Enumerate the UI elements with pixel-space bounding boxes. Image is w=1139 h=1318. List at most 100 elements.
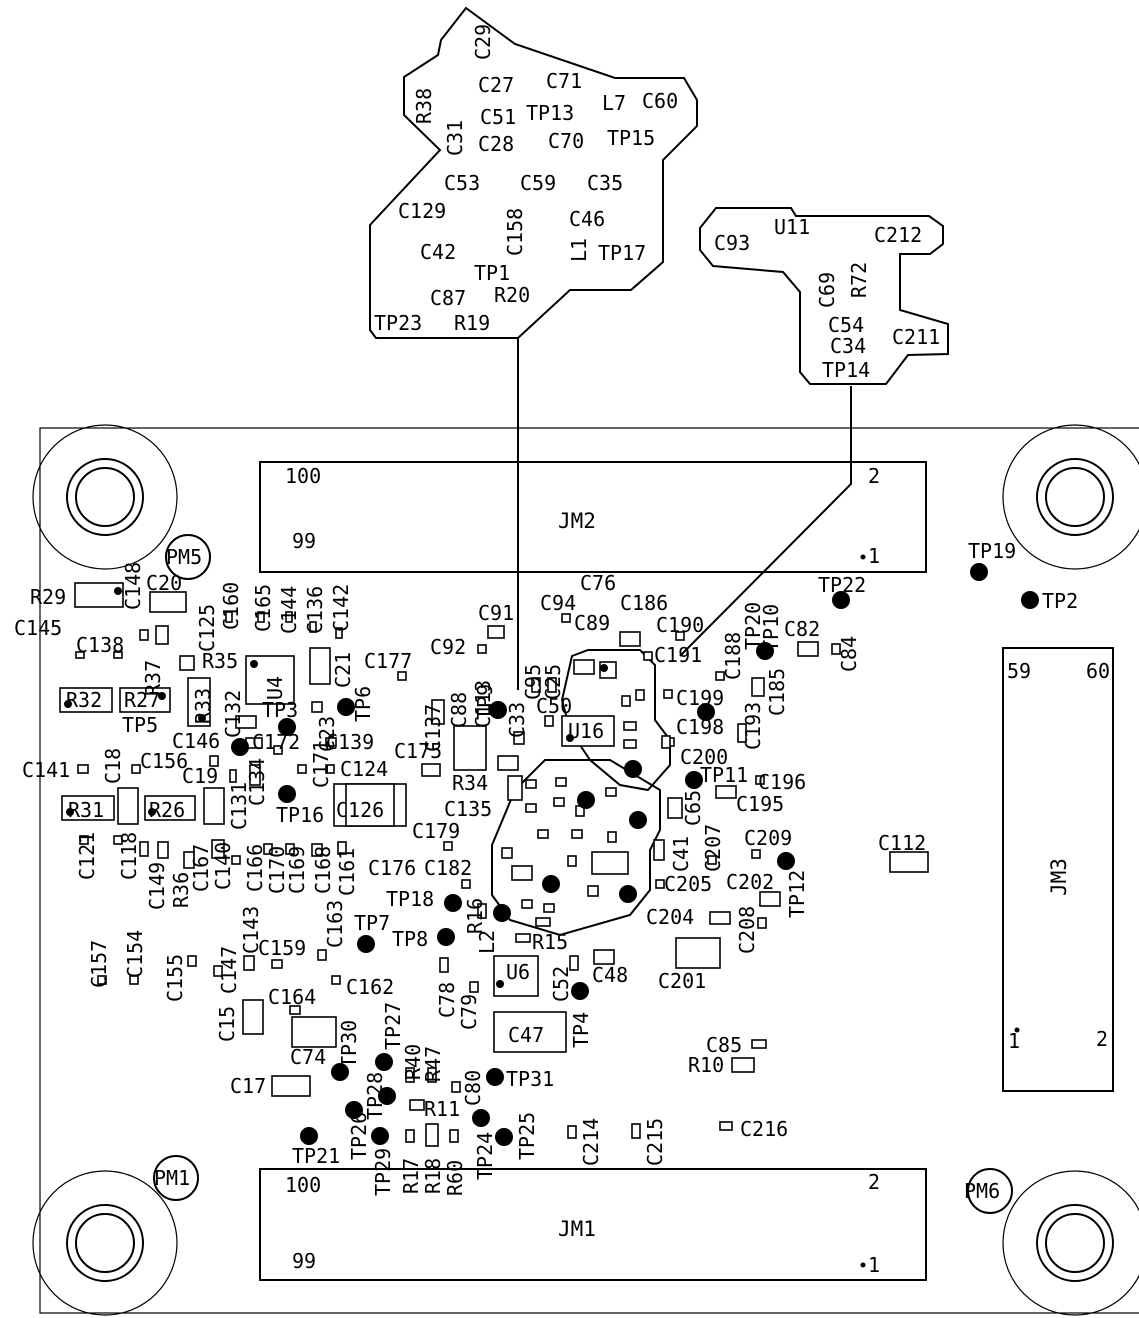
component-label: C87	[430, 286, 466, 310]
package-r32	[59, 687, 113, 713]
component-label: C142	[329, 584, 353, 632]
connector-jm2	[259, 461, 927, 573]
component-label: C147	[217, 946, 241, 994]
component-label: R47	[421, 1046, 445, 1082]
component-label: TP28	[363, 1072, 387, 1120]
pin1-dot	[860, 554, 866, 560]
component-label: C175	[394, 739, 442, 763]
component-label: C134	[245, 758, 269, 806]
component-label: C124	[340, 757, 388, 781]
component-label: C27	[478, 73, 514, 97]
component-label: C157	[87, 940, 111, 988]
component-label: C113	[471, 680, 495, 728]
component-label: C138	[76, 633, 124, 657]
component-label: C209	[744, 826, 792, 850]
component-label: L1	[567, 238, 591, 262]
component-label: C143	[239, 906, 263, 954]
marker-label: PM1	[154, 1166, 190, 1190]
component-label: TP31	[506, 1067, 554, 1091]
component-label: R16	[463, 898, 487, 934]
pin-number: 2	[868, 1170, 880, 1194]
component-label: TP25	[515, 1112, 539, 1160]
component-label: R15	[532, 930, 568, 954]
component-label: C51	[480, 105, 516, 129]
component-label: R38	[412, 88, 436, 124]
component-label: TP4	[569, 1012, 593, 1048]
component-label: TP30	[337, 1020, 361, 1068]
component-label: C169	[285, 846, 309, 894]
component-label: R33	[191, 688, 215, 724]
component-label: L7	[602, 91, 626, 115]
package-c126-alt	[591, 851, 629, 875]
component-label: C139	[326, 730, 374, 754]
component-label: C136	[303, 586, 327, 634]
connector-label: JM2	[558, 509, 596, 533]
component-label: C186	[620, 591, 668, 615]
mounting-hole	[32, 1170, 178, 1316]
component-label: R34	[452, 771, 488, 795]
component-label: R60	[443, 1160, 467, 1196]
package-r26	[144, 795, 196, 821]
package-u6	[493, 955, 539, 997]
marker-pm6	[967, 1168, 1013, 1214]
component-label: C208	[735, 906, 759, 954]
passive-pads	[75, 611, 841, 1147]
component-label: C50	[536, 694, 572, 718]
component-label: TP3	[262, 698, 298, 722]
connector-jm3	[1002, 647, 1114, 1092]
component-label: C141	[22, 758, 70, 782]
component-label: C29	[471, 24, 495, 60]
component-label: C80	[461, 1070, 485, 1106]
component-label: C23	[315, 716, 339, 752]
component-label: C84	[837, 636, 861, 672]
component-label: C166	[243, 844, 267, 892]
component-label: C200	[680, 745, 728, 769]
component-label: C79	[457, 994, 481, 1030]
component-label: C69	[815, 272, 839, 308]
component-label: R27	[124, 688, 160, 712]
callout-outline-right	[699, 207, 949, 385]
component-label: C74	[290, 1045, 326, 1069]
component-label: C41	[669, 836, 693, 872]
component-label: TP14	[822, 358, 870, 382]
component-label: C144	[277, 586, 301, 634]
component-label: TP26	[347, 1112, 371, 1160]
component-label: C91	[478, 601, 514, 625]
component-label: C53	[444, 171, 480, 195]
package-r31	[61, 795, 115, 821]
mounting-hole	[1002, 424, 1139, 570]
component-label: C148	[121, 562, 145, 610]
component-label: R17	[399, 1158, 423, 1194]
component-label: R35	[202, 649, 238, 673]
component-label: TP29	[371, 1148, 395, 1196]
pin-number: 2	[1096, 1027, 1108, 1051]
component-label: R20	[494, 283, 530, 307]
package-c112	[889, 851, 929, 873]
package-c17	[271, 1075, 311, 1097]
component-label: C177	[364, 649, 412, 673]
component-label: C25	[541, 664, 565, 700]
component-label: R40	[401, 1044, 425, 1080]
component-label: C160	[219, 582, 243, 630]
component-label: C52	[549, 966, 573, 1002]
component-label: C201	[658, 969, 706, 993]
component-label: C48	[592, 963, 628, 987]
component-label: C47	[508, 1023, 544, 1047]
component-label: TP16	[276, 803, 324, 827]
component-label: C92	[430, 635, 466, 659]
component-label: R36	[169, 872, 193, 908]
package-c20	[149, 591, 187, 613]
component-label: TP19	[968, 539, 1016, 563]
component-label: R72	[847, 262, 871, 298]
component-label: C196	[758, 770, 806, 794]
pin-number: 99	[292, 529, 316, 553]
component-label: C94	[540, 591, 576, 615]
component-label: R11	[424, 1097, 460, 1121]
component-label: C59	[520, 171, 556, 195]
component-label: C190	[656, 613, 704, 637]
component-label: C207	[701, 824, 725, 872]
component-label: U6	[506, 960, 530, 984]
component-label: TP23	[374, 311, 422, 335]
component-label: TP13	[526, 101, 574, 125]
